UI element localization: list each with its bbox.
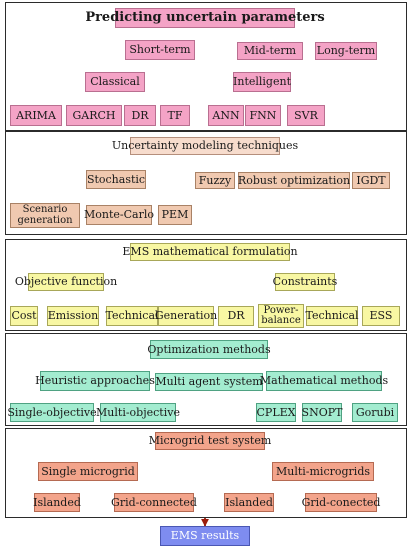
node-gorubi: Gorubi — [352, 403, 398, 422]
node-single-objective: Single-objective — [7, 403, 97, 422]
node-emission: Emission — [47, 306, 99, 326]
node-ems-results: EMS results — [160, 526, 250, 546]
node-ess: ESS — [362, 306, 400, 326]
node-arima: ARIMA — [10, 105, 62, 126]
node-grid-conected: Grid-conected — [302, 493, 380, 512]
node-mathematical-methods: Mathematical methods — [260, 371, 388, 391]
node-stochastic: Stochastic — [86, 170, 146, 189]
node-ems-title: EMS mathematical formulation — [122, 243, 298, 261]
node-islanded-multi: Islanded — [224, 493, 274, 512]
power-line-2: balance — [261, 315, 301, 326]
node-cplex: CPLEX — [256, 403, 296, 422]
node-islanded-single: Islanded — [33, 493, 81, 512]
node-objective-function: Objective function — [15, 273, 117, 291]
node-igdt: IGDT — [352, 172, 390, 189]
scenario-line-2: generation — [17, 214, 73, 226]
node-fuzzy: Fuzzy — [195, 172, 235, 189]
node-dr-constraint: DR — [218, 306, 254, 326]
node-dr-forecast: DR — [124, 105, 156, 126]
node-intelligent: Intelligent — [233, 72, 291, 92]
node-multi-microgrids: Multi-microgrids — [272, 462, 374, 481]
node-scenario-generation: Scenario generation — [10, 203, 80, 228]
node-uncertainty-title: Uncertainty modeling techniques — [112, 137, 298, 155]
node-predicting-title: Predicting uncertain parameters — [85, 8, 325, 28]
node-mid-term: Mid-term — [237, 42, 303, 60]
node-robust-optimization: Robust optimization — [238, 172, 350, 189]
node-tf: TF — [160, 105, 190, 126]
node-classical: Classical — [85, 72, 145, 92]
node-ann: ANN — [208, 105, 244, 126]
node-cost: Cost — [10, 306, 38, 326]
node-pem: PEM — [158, 205, 192, 225]
node-generation: Generation — [155, 306, 217, 326]
scenario-line-1: Scenario — [22, 204, 68, 215]
node-single-microgrid: Single microgrid — [38, 462, 138, 481]
node-optimization-title: Optimization methods — [147, 340, 271, 359]
node-grid-connected: Grid-connected — [111, 493, 197, 512]
node-power-balance: Power- balance — [258, 304, 304, 328]
node-monte-carlo: Monte-Carlo — [84, 205, 154, 225]
node-constraints: Constraints — [273, 273, 337, 291]
node-microgrid-title: Microgrid test system — [149, 432, 271, 450]
node-long-term: Long-term — [315, 42, 377, 60]
power-line-1: Power- — [263, 304, 299, 316]
node-short-term: Short-term — [125, 40, 195, 60]
node-multi-agent: Multi agent system — [155, 373, 263, 391]
node-garch: GARCH — [66, 105, 122, 126]
node-technical-objective: Technical — [105, 306, 159, 326]
node-svr: SVR — [287, 105, 325, 126]
node-technical-constraint: Technical — [305, 306, 359, 326]
node-heuristic-approaches: Heuristic approaches — [35, 371, 155, 391]
node-fnn: FNN — [245, 105, 281, 126]
node-multi-objective: Multi-objective — [96, 403, 180, 422]
node-snopt: SNOPT — [302, 403, 342, 422]
